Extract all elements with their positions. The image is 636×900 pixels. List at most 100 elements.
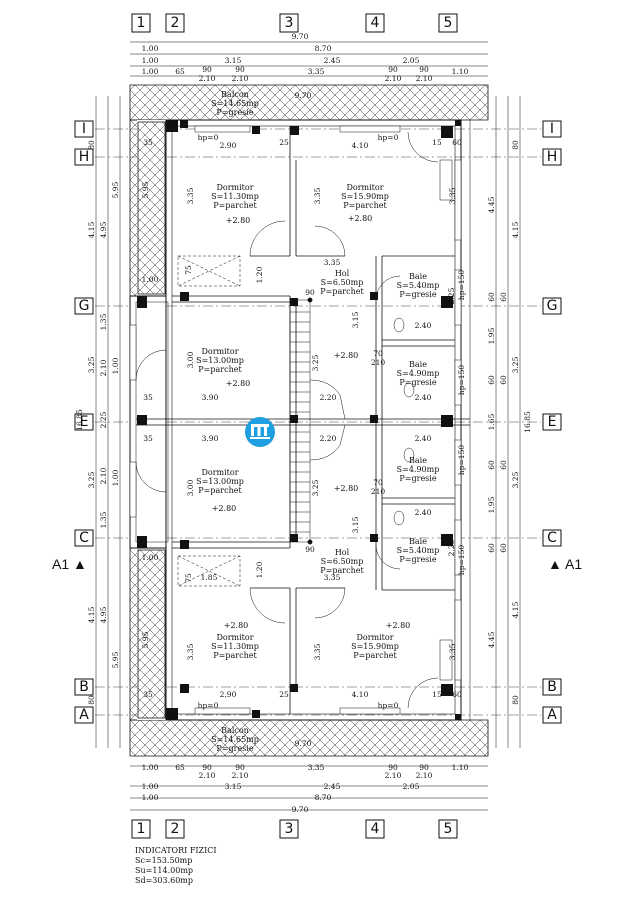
inner-60-b: 60 bbox=[452, 690, 462, 699]
room-dormitor-2-name: Dormitor bbox=[346, 183, 383, 192]
inner-100-a: 1.00 bbox=[142, 275, 159, 284]
inner-90-a: 90 bbox=[305, 288, 315, 297]
inner-25-a: 25 bbox=[279, 138, 289, 147]
inner-70-b: 70 bbox=[373, 478, 383, 487]
dim-right-11: 60 bbox=[487, 460, 496, 470]
balcony-top bbox=[129, 84, 489, 121]
dim-left-15: 5.95 bbox=[111, 651, 120, 668]
dim-top-r4b-d: 2.10 bbox=[416, 74, 433, 83]
room-dormitor-5-floor: P=parchet bbox=[213, 651, 257, 660]
dim-right-1: 4.45 bbox=[487, 196, 496, 213]
axis-label-1: 1 bbox=[137, 15, 146, 31]
inner-hp0-4: hp=0 bbox=[378, 701, 399, 710]
dimensions-left: 80 4.95 4.15 5.95 1.35 3.25 2.10 1.00 2.… bbox=[75, 96, 121, 748]
room-hol-1-area: S=6.50mp bbox=[321, 278, 364, 287]
dim-right-8: 60 bbox=[499, 375, 508, 385]
dim-bot-r4-g: 90 bbox=[419, 763, 429, 772]
inner-315-v2: 3.15 bbox=[351, 516, 360, 533]
staircase bbox=[289, 297, 346, 545]
dim-right-15: 60 bbox=[487, 543, 496, 553]
room-labels: Balcon S=14.65mp P=gresie Dormitor S=11.… bbox=[196, 90, 439, 753]
inner-595-v2: 5.95 bbox=[141, 631, 150, 648]
room-dormitor-4-floor: P=parchet bbox=[198, 486, 242, 495]
room-balcon-bottom-floor: P=gresie bbox=[216, 744, 253, 753]
dim-right-7: 60 bbox=[487, 375, 496, 385]
room-dormitor-4-area: S=13.00mp bbox=[196, 477, 244, 486]
axis-label-2-bottom: 2 bbox=[171, 821, 180, 837]
room-baie-3-area: S=4.90mp bbox=[397, 465, 440, 474]
dim-bot-r4-e: 3.35 bbox=[308, 763, 325, 772]
dim-left-2: 4.15 bbox=[87, 221, 96, 238]
inner-220-b: 2.20 bbox=[320, 434, 337, 443]
axis-markers-left: I H G E C B A bbox=[74, 120, 94, 724]
inner-300-v2: 3.00 bbox=[186, 479, 195, 496]
room-baie-4-floor: P=gresie bbox=[399, 555, 436, 564]
inner-hp0-3: hp=0 bbox=[198, 701, 219, 710]
dimensions-top: 9.70 1.00 8.70 1.00 3.15 2.45 2.05 1.00 … bbox=[130, 32, 488, 83]
dim-left-6: 2.10 bbox=[99, 359, 108, 376]
triangle-up-icon: ▲ bbox=[73, 556, 87, 572]
building bbox=[129, 84, 489, 757]
dim-bot-r4b-a: 2.10 bbox=[199, 771, 216, 780]
dim-right-4: 60 bbox=[499, 292, 508, 302]
inner-35-d: 35 bbox=[143, 690, 153, 699]
axis-markers-right: I H G E C B A bbox=[542, 120, 562, 724]
dim-top-r2-b: 8.70 bbox=[315, 44, 332, 53]
inner-325-v2: 3.25 bbox=[311, 479, 320, 496]
dimensions-right: 80 4.45 4.15 60 60 1.95 3.25 60 60 1.65 … bbox=[487, 96, 532, 748]
inner-390-lower: 3.90 bbox=[202, 434, 219, 443]
dim-bot-r4-b: 65 bbox=[175, 763, 185, 772]
axis-label-3-bottom: 3 bbox=[285, 821, 294, 837]
dim-top-r4-g: 90 bbox=[419, 65, 429, 74]
axis-label-i-left: I bbox=[82, 121, 86, 137]
inner-120-v2: 1.20 bbox=[255, 561, 264, 578]
inner-240-d: 2.40 bbox=[415, 508, 432, 517]
dim-top-r4-b: 65 bbox=[175, 67, 185, 76]
room-baie-2-name: Baie bbox=[409, 360, 427, 369]
inner-595-v1: 5.95 bbox=[141, 181, 150, 198]
dim-bot-r4b-d: 2.10 bbox=[416, 771, 433, 780]
inner-225-v1: 2.25 bbox=[447, 287, 456, 304]
room-dormitor-1-area: S=11.30mp bbox=[211, 192, 259, 201]
dim-top-r3-c: 2.45 bbox=[324, 56, 341, 65]
axis-label-b-left: B bbox=[79, 679, 89, 695]
dim-right-13: 1.95 bbox=[487, 496, 496, 513]
room-baie-4-area: S=5.40mp bbox=[397, 546, 440, 555]
axis-label-2: 2 bbox=[171, 15, 180, 31]
room-dormitor-1-level: +2.80 bbox=[226, 216, 251, 225]
triangle-up-icon: ▲ bbox=[548, 556, 562, 572]
dim-left-11: 3.25 bbox=[87, 471, 96, 488]
room-dormitor-1-name: Dormitor bbox=[216, 183, 253, 192]
dim-right-9: 1.65 bbox=[487, 413, 496, 430]
axis-label-i-right: I bbox=[550, 121, 554, 137]
dim-bot-r2-b: 8.70 bbox=[315, 793, 332, 802]
inner-75-v2: 75 bbox=[184, 573, 193, 583]
room-dormitor-5-area: S=11.30mp bbox=[211, 642, 259, 651]
room-dormitor-3-area: S=13.00mp bbox=[196, 356, 244, 365]
section-label-right: A1 bbox=[564, 556, 583, 572]
room-hol-1-floor: P=parchet bbox=[320, 287, 364, 296]
axis-markers-top: 1 2 3 4 5 bbox=[131, 13, 458, 33]
inner-970-top: 9.70 bbox=[295, 91, 312, 100]
axis-label-e-right: E bbox=[548, 414, 557, 430]
axis-label-4: 4 bbox=[371, 15, 380, 31]
room-baie-4-name: Baie bbox=[409, 537, 427, 546]
dim-top-r3-d: 2.05 bbox=[403, 56, 420, 65]
inner-hp150-v3: hp=150 bbox=[457, 445, 466, 475]
dim-top-r4b-c: 2.10 bbox=[385, 74, 402, 83]
room-baie-2-area: S=4.90mp bbox=[397, 369, 440, 378]
hall-level-lower: +2.80 bbox=[334, 484, 359, 493]
inner-300-v1: 3.00 bbox=[186, 351, 195, 368]
dim-top-r4-e: 3.35 bbox=[308, 67, 325, 76]
dim-top-r4-a: 1.00 bbox=[142, 67, 159, 76]
inner-25-b: 25 bbox=[279, 690, 289, 699]
inner-335-v6: 3.35 bbox=[448, 643, 457, 660]
axis-label-h-left: H bbox=[79, 149, 90, 165]
section-label-left: A1 bbox=[52, 556, 70, 572]
inner-335-v4: 3.35 bbox=[186, 643, 195, 660]
inner-240-b: 2.40 bbox=[415, 393, 432, 402]
dim-bot-r4-f: 90 bbox=[388, 763, 398, 772]
dim-right-5: 1.95 bbox=[487, 327, 496, 344]
room-baie-3-floor: P=gresie bbox=[399, 474, 436, 483]
axis-label-5-bottom: 5 bbox=[444, 821, 453, 837]
